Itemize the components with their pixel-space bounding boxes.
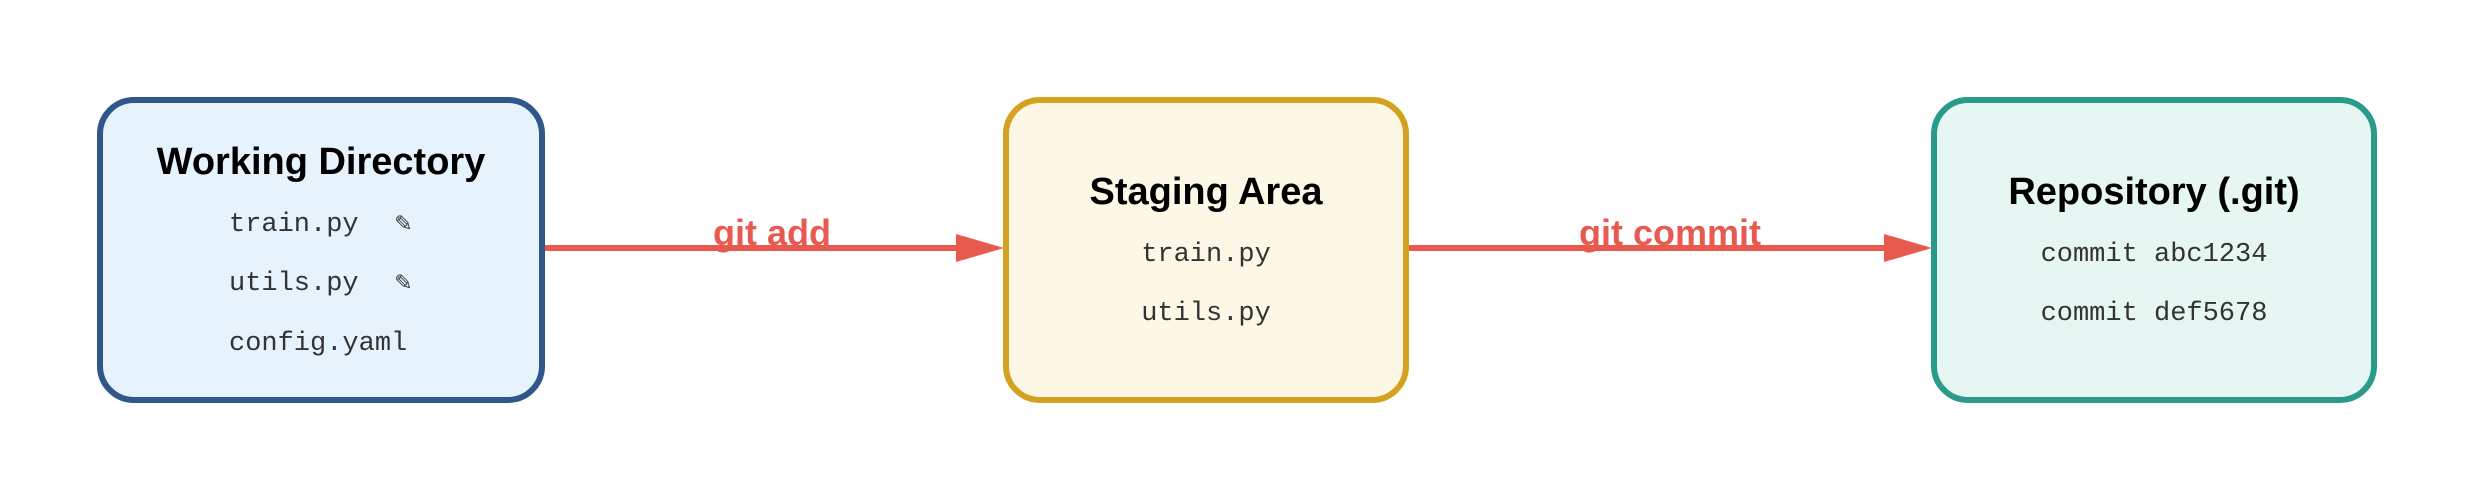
working-directory-title: Working Directory bbox=[157, 141, 486, 183]
working-directory-file: train.py bbox=[229, 210, 359, 240]
edge-git-add: git add bbox=[544, 212, 1004, 262]
git-add-label: git add bbox=[713, 212, 831, 253]
staging-area-file: train.py bbox=[1141, 240, 1271, 270]
working-directory-file: config.yaml bbox=[229, 329, 407, 359]
repository-title: Repository (.git) bbox=[2008, 171, 2299, 213]
git-commit-label: git commit bbox=[1579, 212, 1761, 253]
git-add-arrowhead bbox=[956, 234, 1004, 262]
repository-commit: commit abc1234 bbox=[2041, 240, 2268, 270]
staging-area-file: utils.py bbox=[1141, 299, 1271, 329]
working-directory-file: utils.py bbox=[229, 269, 359, 299]
node-working-directory: Working Directory train.py ✎ utils.py ✎ … bbox=[97, 97, 545, 403]
edge-git-commit: git commit bbox=[1408, 212, 1932, 262]
repository-commit: commit def5678 bbox=[2041, 299, 2268, 329]
modified-marker-icon: ✎ bbox=[395, 210, 411, 240]
git-commit-arrowhead bbox=[1884, 234, 1932, 262]
staging-area-title: Staging Area bbox=[1090, 171, 1324, 213]
node-staging-area: Staging Area train.py utils.py bbox=[1003, 97, 1409, 403]
modified-marker-icon: ✎ bbox=[395, 269, 411, 299]
node-repository: Repository (.git) commit abc1234 commit … bbox=[1931, 97, 2377, 403]
staging-area-box bbox=[1003, 97, 1409, 403]
working-directory-box bbox=[97, 97, 545, 403]
repository-box bbox=[1931, 97, 2377, 403]
